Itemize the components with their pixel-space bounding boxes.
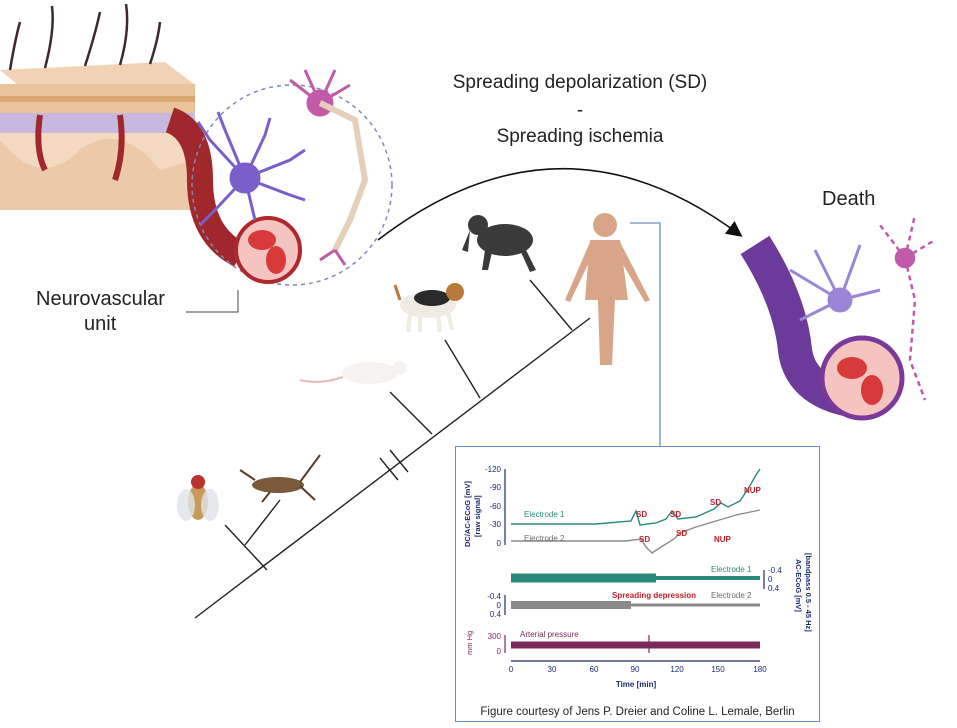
ac-right-tick-04: 0.4 [768, 584, 780, 593]
title-line-3: Spreading ischemia [496, 126, 664, 147]
y-tick-neg90: -90 [489, 483, 501, 492]
bp-tick-300: 300 [488, 632, 502, 641]
ecog-recording-chart: -120 -90 -60 -30 0 DC/AC-ECoG [mV] [raw … [463, 465, 813, 689]
y-tick-neg30: -30 [489, 520, 501, 529]
neurovascular-label-line1: Neurovascular [36, 288, 165, 310]
sd-label-3: SD [710, 498, 721, 507]
nvu-connector-line [186, 290, 239, 313]
mmhg-label: mm Hg [465, 631, 474, 655]
phylogenetic-tree [194, 279, 591, 619]
skin-tissue-block [0, 3, 195, 210]
y-axis-label-1: DC/AC-ECoG [mV] [463, 481, 472, 547]
x-tick-30: 30 [548, 665, 557, 674]
sd-label-5: SD [676, 529, 687, 538]
right-axis-label-2: [bandpass 0.5 - 45 Hz] [804, 553, 813, 632]
neurovascular-circle [191, 84, 393, 286]
death-label: Death [822, 188, 876, 210]
vessel-cross-section [234, 216, 302, 284]
sd-label-4: SD [639, 535, 650, 544]
cricket-icon [239, 454, 321, 503]
x-tick-60: 60 [590, 665, 599, 674]
right-axis-label-1: AC-ECoG [mV] [794, 559, 803, 612]
ac-left-tick-neg04: -0.4 [487, 592, 501, 601]
ac-electrode2-label: Electrode 2 [711, 591, 752, 600]
electrode1-trace [511, 468, 761, 526]
electrode2-trace [511, 509, 761, 554]
y-tick-0: 0 [497, 539, 502, 548]
nup-label-2: NUP [714, 535, 732, 544]
x-axis-label: Time [min] [616, 680, 657, 689]
sd-label-1: SD [636, 510, 647, 519]
human-icon [565, 213, 650, 365]
recording-inset: -120 -90 -60 -30 0 DC/AC-ECoG [mV] [raw … [455, 446, 820, 722]
x-tick-150: 150 [711, 665, 725, 674]
ac-right-tick-neg04: -0.4 [768, 566, 782, 575]
ac-left-tick-04: 0.4 [490, 610, 502, 619]
neurovascular-label-line2: unit [84, 313, 117, 335]
ac-electrode1-label: Electrode 1 [711, 565, 752, 574]
y-tick-neg60: -60 [489, 502, 501, 511]
ac-right-tick-0: 0 [768, 575, 773, 584]
ac-left-tick-0: 0 [497, 601, 502, 610]
y-axis-label-2: [raw signal] [473, 495, 482, 537]
x-tick-180: 180 [753, 665, 767, 674]
x-tick-0: 0 [509, 665, 514, 674]
electrode1-label: Electrode 1 [524, 510, 565, 519]
x-tick-90: 90 [631, 665, 640, 674]
fruit-fly-icon [177, 475, 219, 521]
dog-icon [393, 283, 464, 333]
arterial-pressure-label: Arterial pressure [520, 630, 579, 639]
chimpanzee-icon [462, 215, 536, 272]
nup-label-1: NUP [744, 486, 762, 495]
sd-label-2: SD [670, 510, 681, 519]
rat-icon [299, 361, 407, 384]
spreading-depression-label: Spreading depression [612, 591, 696, 600]
astrocyte-icon [196, 111, 306, 227]
y-tick-neg120: -120 [485, 465, 502, 474]
title-line-2: - [576, 100, 584, 121]
x-tick-120: 120 [670, 665, 684, 674]
blood-vessel [164, 107, 247, 267]
title-line-1: Spreading depolarization (SD) [452, 72, 708, 93]
progression-arrow [377, 167, 743, 241]
bp-tick-0: 0 [497, 647, 502, 656]
dying-neurovascular-unit [740, 214, 936, 421]
neuron-icon [289, 69, 369, 266]
figure-caption: Figure courtesy of Jens P. Dreier and Co… [480, 706, 795, 718]
electrode2-label: Electrode 2 [524, 534, 565, 543]
